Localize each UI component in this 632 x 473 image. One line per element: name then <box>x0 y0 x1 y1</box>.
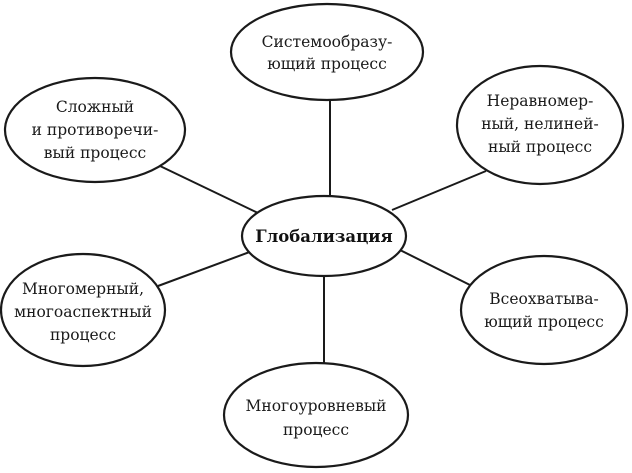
node-top-right-line-2: ный, нелиней- <box>481 115 599 133</box>
node-bottom-right-line-1: Всеохватыва- <box>489 290 598 308</box>
node-bottom-right: Всеохватыва- ющий процесс <box>459 254 629 366</box>
node-bottom: Многоуровневый процесс <box>222 361 410 469</box>
node-top-line-2: ющий процесс <box>267 55 387 73</box>
node-top-right-ellipse <box>455 64 625 186</box>
node-top-line-1: Системообразу- <box>262 33 393 51</box>
node-bottom-right-line-2: ющий процесс <box>484 313 604 331</box>
center-label: Глобализация <box>255 227 392 246</box>
center-ellipse <box>240 194 408 278</box>
node-top-ellipse <box>229 2 425 102</box>
connector-bottom-left <box>157 249 256 287</box>
node-bottom-left-line-3: процесс <box>50 326 116 344</box>
node-top-right-line-3: ный процесс <box>488 138 592 156</box>
node-top-left-line-3: вый процесс <box>44 144 146 162</box>
connector-bottom-right <box>399 249 471 286</box>
node-bottom-left-line-2: многоаспектный <box>14 303 152 321</box>
node-bottom-right-ellipse <box>459 254 629 366</box>
node-bottom-left: Многомерный, многоаспектный процесс <box>0 252 167 368</box>
node-bottom-line-1: Многоуровневый <box>246 397 387 415</box>
node-top-left-ellipse <box>3 76 187 184</box>
node-top-left: Сложный и противоречи- вый процесс <box>3 76 187 184</box>
center-node: Глобализация <box>240 194 408 278</box>
node-top-left-line-1: Сложный <box>56 98 134 116</box>
connector-top-left <box>159 165 259 214</box>
node-top-right: Неравномер- ный, нелиней- ный процесс <box>455 64 625 186</box>
node-top: Системообразу- ющий процесс <box>229 2 425 102</box>
node-bottom-ellipse <box>222 361 410 469</box>
node-bottom-line-2: процесс <box>283 421 349 439</box>
node-bottom-left-line-1: Многомерный, <box>22 280 144 298</box>
node-top-right-line-1: Неравномер- <box>487 92 594 110</box>
node-bottom-left-ellipse <box>0 252 167 368</box>
connector-top-right <box>391 170 487 211</box>
node-top-left-line-2: и противоречи- <box>32 121 159 139</box>
